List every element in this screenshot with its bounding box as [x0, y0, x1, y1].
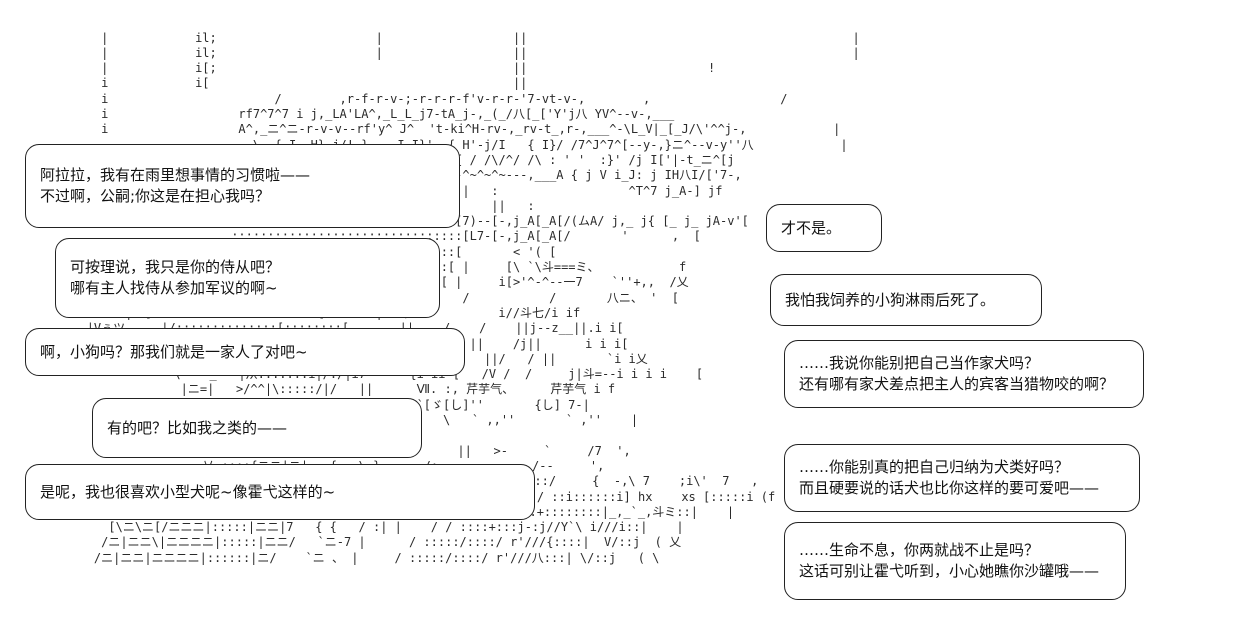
- speech-bubble-10: ……生命不息，你两就战不止是吗？ 这话可别让霍弋听到，小心她瞧你沙罐哦——: [784, 522, 1126, 600]
- speech-bubble-9: ……你能别真的把自己归纳为犬类好吗？ 而且硬要说的话犬也比你这样的要可爱吧——: [784, 444, 1140, 512]
- dialogue-line: ……生命不息，你两就战不止是吗？: [799, 541, 1040, 559]
- speech-bubble-2: 可按理说，我只是你的侍从吧？ 哪有主人找侍从参加军议的啊~: [55, 238, 440, 318]
- dialogue-line: 有的吧？比如我之类的——: [107, 418, 288, 437]
- dialogue-line: 不过啊，公嗣;你这是在担心我吗？: [40, 187, 271, 205]
- dialogue-line: 是呢，我也很喜欢小型犬呢~像霍弋这样的~: [40, 482, 336, 501]
- speech-bubble-3: 啊，小狗吗？那我们就是一家人了对吧~: [25, 328, 465, 376]
- dialogue-line: 我怕我饲养的小狗淋雨后死了。: [785, 290, 996, 309]
- speech-bubble-4: 有的吧？比如我之类的——: [92, 398, 422, 458]
- speech-bubble-7: 我怕我饲养的小狗淋雨后死了。: [770, 274, 1042, 326]
- speech-bubble-6: 才不是。: [766, 204, 882, 252]
- dialogue-line: 才不是。: [781, 218, 842, 237]
- dialogue-line: 而且硬要说的话犬也比你这样的要可爱吧——: [799, 479, 1100, 497]
- dialogue-line: 阿拉拉，我有在雨里想事情的习惯啦——: [40, 166, 311, 184]
- speech-bubble-8: ……我说你能别把自己当作家犬吗？ 还有哪有家犬差点把主人的宾客当猎物咬的啊？: [784, 340, 1144, 408]
- dialogue-line: ……我说你能别把自己当作家犬吗？: [799, 354, 1040, 372]
- speech-bubble-5: 是呢，我也很喜欢小型犬呢~像霍弋这样的~: [25, 464, 535, 520]
- dialogue-line: 啊，小狗吗？那我们就是一家人了对吧~: [40, 342, 308, 361]
- dialogue-line: 可按理说，我只是你的侍从吧？: [70, 258, 281, 276]
- dialogue-line: ……你能别真的把自己归纳为犬类好吗？: [799, 458, 1070, 476]
- dialogue-line: 还有哪有家犬差点把主人的宾客当猎物咬的啊？: [799, 375, 1115, 393]
- dialogue-line: 哪有主人找侍从参加军议的啊~: [70, 279, 278, 297]
- dialogue-line: 这话可别让霍弋听到，小心她瞧你沙罐哦——: [799, 562, 1100, 580]
- speech-bubble-1: 阿拉拉，我有在雨里想事情的习惯啦—— 不过啊，公嗣;你这是在担心我吗？: [25, 144, 460, 228]
